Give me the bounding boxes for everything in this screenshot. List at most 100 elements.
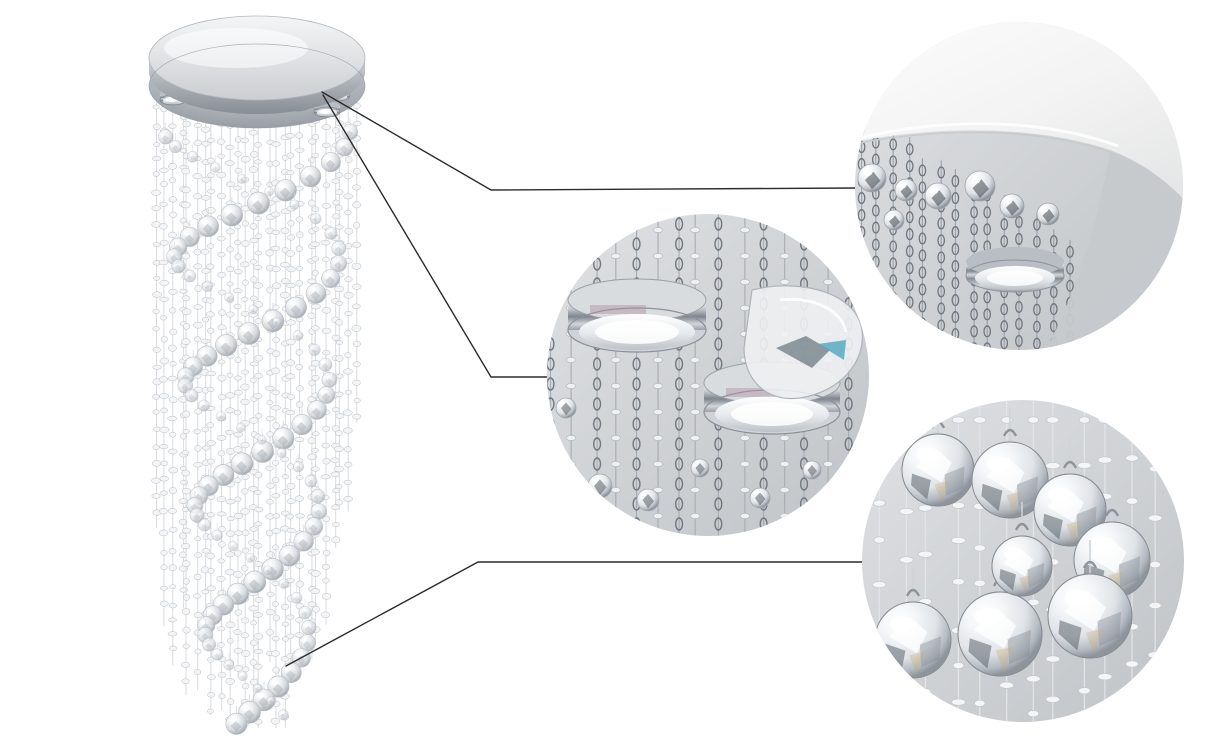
octagon-bead xyxy=(225,144,235,151)
octagon-bead xyxy=(311,466,320,472)
faceted-crystal-ball xyxy=(257,428,267,445)
octagon-bead xyxy=(331,213,341,220)
octagon-bead xyxy=(182,608,191,615)
octagon-bead xyxy=(217,153,225,159)
octagon-bead xyxy=(310,588,321,595)
octagon-bead xyxy=(207,512,215,518)
octagon-bead xyxy=(169,328,178,336)
octagon-bead xyxy=(234,253,242,261)
octagon-bead xyxy=(321,563,330,570)
octagon-bead xyxy=(167,375,178,382)
octagon-bead xyxy=(206,311,215,318)
faceted-crystal-ball xyxy=(197,208,219,238)
octagon-bead xyxy=(999,681,1015,689)
octagon-bead xyxy=(1148,514,1163,522)
octagon-bead xyxy=(159,181,168,187)
octagon-bead xyxy=(158,259,169,266)
crystal-octagon xyxy=(690,458,710,478)
faceted-crystal-ball xyxy=(210,155,221,173)
octagon-bead xyxy=(952,578,965,586)
octagon-bead xyxy=(1149,561,1162,569)
octagon-bead xyxy=(336,373,344,379)
octagon-bead xyxy=(321,442,331,449)
octagon-bead xyxy=(233,303,242,310)
octagon-bead xyxy=(899,556,914,564)
octagon-bead xyxy=(233,664,243,672)
octagon-bead xyxy=(344,330,352,337)
octagon-bead xyxy=(951,698,966,706)
octagon-bead xyxy=(201,140,211,147)
octagon-bead xyxy=(168,617,177,623)
faceted-crystal-ball xyxy=(211,641,224,661)
octagon-bead xyxy=(322,535,330,543)
octagon-bead xyxy=(352,413,362,420)
octagon-bead xyxy=(217,450,226,457)
octagon-bead xyxy=(307,278,317,284)
octagon-bead xyxy=(330,457,340,463)
octagon-bead xyxy=(249,361,259,367)
octagon-bead xyxy=(227,638,234,644)
octagon-bead xyxy=(285,250,295,257)
octagon-bead xyxy=(242,666,250,673)
octagon-bead xyxy=(322,515,330,523)
faceted-crystal-ball xyxy=(276,441,287,458)
octagon-bead xyxy=(248,166,258,173)
faceted-crystal-ball xyxy=(186,144,199,163)
octagon-bead xyxy=(159,490,169,496)
faceted-crystal-ball xyxy=(158,122,174,145)
octagon-bead xyxy=(241,279,249,286)
octagon-bead xyxy=(159,296,170,302)
octagon-bead xyxy=(281,621,290,627)
octagon-bead xyxy=(159,315,167,321)
faceted-crystal-ball xyxy=(305,276,327,304)
faceted-crystal-ball xyxy=(212,457,235,486)
octagon-bead xyxy=(194,552,203,559)
octagon-bead xyxy=(225,392,236,399)
octagon-bead xyxy=(200,248,210,255)
callout-light-heads[interactable] xyxy=(547,214,869,540)
faceted-crystal-ball xyxy=(211,522,223,541)
octagon-bead xyxy=(168,177,177,184)
octagon-bead xyxy=(272,336,280,343)
octagon-bead xyxy=(331,536,341,544)
octagon-bead xyxy=(295,245,303,253)
octagon-bead xyxy=(1078,687,1091,695)
octagon-bead xyxy=(286,633,295,639)
octagon-bead xyxy=(254,142,262,148)
octagon-bead xyxy=(1026,675,1041,683)
gu10-head-zoom xyxy=(965,247,1065,293)
octagon-bead xyxy=(168,508,177,514)
octagon-bead xyxy=(270,245,281,251)
callout-crystal-balls[interactable] xyxy=(862,398,1184,726)
octagon-bead xyxy=(322,349,331,356)
octagon-bead xyxy=(272,544,279,551)
octagon-bead xyxy=(168,448,178,455)
faceted-crystal-ball xyxy=(237,315,261,345)
octagon-bead xyxy=(241,529,250,537)
octagon-bead xyxy=(240,442,250,448)
octagon-bead xyxy=(294,163,305,169)
octagon-bead xyxy=(233,647,243,654)
octagon-bead xyxy=(352,379,361,386)
octagon-bead xyxy=(192,213,202,220)
faceted-crystal-ball xyxy=(168,133,182,154)
crystal-octagon xyxy=(555,397,577,419)
octagon-bead xyxy=(353,221,361,229)
octagon-bead xyxy=(207,188,216,194)
octagon-bead xyxy=(225,181,236,187)
octagon-bead xyxy=(234,356,242,364)
octagon-bead xyxy=(254,596,264,603)
octagon-bead xyxy=(206,370,217,377)
octagon-bead xyxy=(168,231,177,239)
octagon-bead xyxy=(265,415,275,422)
octagon-bead xyxy=(295,132,304,139)
octagon-bead xyxy=(973,544,986,552)
octagon-bead xyxy=(218,289,227,296)
octagon-bead xyxy=(182,295,191,301)
octagon-bead xyxy=(266,482,276,489)
octagon-bead xyxy=(207,327,215,334)
octagon-bead xyxy=(343,172,353,180)
octagon-bead xyxy=(253,543,263,549)
octagon-bead xyxy=(265,465,274,471)
faceted-crystal-ball xyxy=(278,571,289,589)
